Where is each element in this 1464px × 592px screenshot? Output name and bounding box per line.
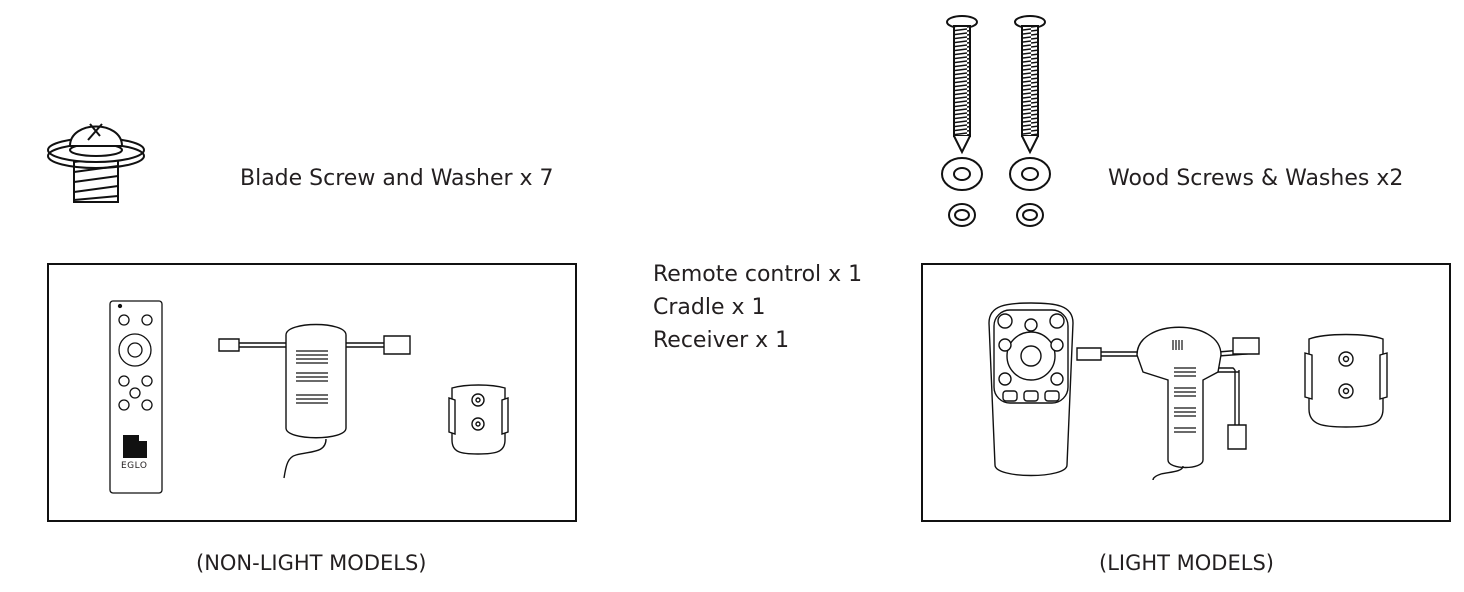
remote-logo-text: EGLO [121,461,148,471]
contents-list: Remote control x 1 Cradle x 1 Receiver x… [653,258,862,357]
list-item-cradle: Cradle x 1 [653,295,766,320]
light-receiver-icon [1073,320,1273,480]
light-kit-box [921,263,1451,522]
slim-remote-icon [109,300,164,495]
list-item-receiver: Receiver x 1 [653,328,790,353]
blade-screw-label: Blade Screw and Washer x 7 [240,166,554,191]
non-light-caption: (NON-LIGHT MODELS) [196,551,427,575]
wood-screws-label: Wood Screws & Washes x2 [1108,166,1404,191]
light-caption: (LIGHT MODELS) [1099,551,1274,575]
list-item-remote: Remote control x 1 [653,262,863,287]
receiver-icon [216,323,416,483]
non-light-kit-box: EGLO [47,263,577,522]
light-cradle-icon [1301,331,1391,431]
light-remote-icon [987,303,1075,481]
wood-screws-icon [935,12,1060,232]
blade-screw-washer-icon [44,112,164,207]
cradle-icon [446,382,511,457]
